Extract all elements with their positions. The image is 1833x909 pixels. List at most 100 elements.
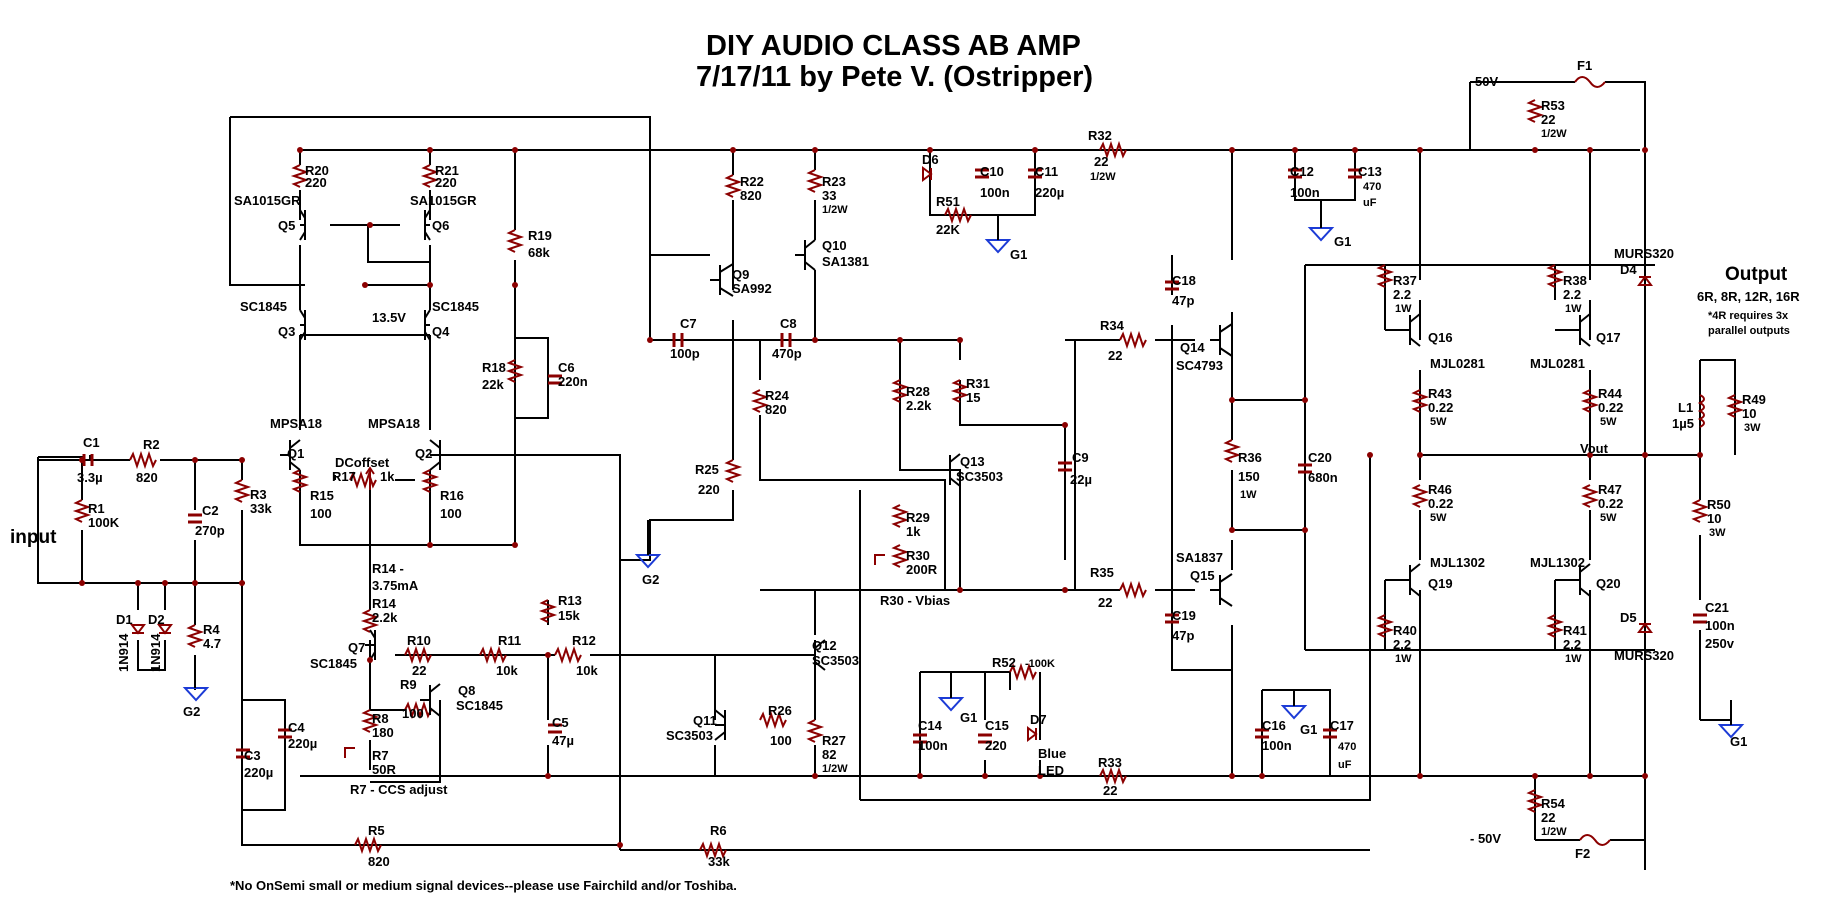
q3-ref: Q3 — [278, 324, 295, 339]
r16-ref: R16 — [440, 488, 464, 503]
diode-symbols — [130, 166, 1653, 742]
d7-color: Blue — [1038, 746, 1066, 761]
r47-ref: R47 — [1598, 482, 1622, 497]
r14-ref: R14 — [372, 596, 397, 611]
r12-value: 10k — [576, 663, 598, 678]
r7-ccs-label: R7 - CCS adjust — [350, 782, 448, 797]
r20-ref: R20 — [305, 163, 329, 178]
transistor-symbols — [280, 209, 1591, 741]
capacitor-symbols — [82, 168, 1707, 759]
q6-part: SA1015GR — [410, 193, 477, 208]
q4-ref: Q4 — [432, 324, 450, 339]
c4-value: 220µ — [288, 736, 317, 751]
r26-value: 100 — [770, 733, 792, 748]
fuse-f2-label: F2 — [1575, 846, 1590, 861]
r38-ref: R38 — [1563, 273, 1587, 288]
ground-g2-label-2: G2 — [642, 572, 659, 587]
r26-ref: R26 — [768, 703, 792, 718]
vout-label: Vout — [1580, 441, 1609, 456]
c1-value: 3.3µ — [77, 470, 103, 485]
q10-part: SA1381 — [822, 254, 869, 269]
c17-value: 470 — [1338, 741, 1356, 753]
r27-rating: 1/2W — [822, 763, 848, 775]
r38-rating: 1W — [1565, 303, 1582, 315]
ground-g2-label-1: G2 — [183, 704, 200, 719]
r46-rating: 5W — [1430, 512, 1447, 524]
r35-ref: R35 — [1090, 565, 1114, 580]
q10-ref: Q10 — [822, 238, 847, 253]
r53-ref: R53 — [1541, 98, 1565, 113]
q19-part: MJL1302 — [1430, 555, 1485, 570]
c21-ref: C21 — [1705, 600, 1729, 615]
q4-part: SC1845 — [432, 299, 479, 314]
r30-ref: R30 — [906, 548, 930, 563]
r29-value: 1k — [906, 524, 921, 539]
r10-value: 22 — [412, 663, 426, 678]
c18-value: 47p — [1172, 293, 1194, 308]
r19-value: 68k — [528, 245, 550, 260]
c13-value: 470 — [1363, 181, 1381, 193]
r51-ref: R51 — [936, 194, 960, 209]
output-label: Output — [1725, 264, 1788, 285]
r24-value: 820 — [765, 402, 787, 417]
r37-ref: R37 — [1393, 273, 1417, 288]
c3-value: 220µ — [244, 765, 273, 780]
r32-value: 22 — [1094, 154, 1108, 169]
q1-part: MPSA18 — [270, 416, 322, 431]
r16-value: 100 — [440, 506, 462, 521]
q13-part: SC3503 — [956, 469, 1003, 484]
r23-rating: 1/2W — [822, 204, 848, 216]
c5-value: 47µ — [552, 733, 574, 748]
r6-value: 33k — [708, 854, 730, 869]
r30-value: 200R — [906, 562, 938, 577]
q5-part: SA1015GR — [234, 193, 301, 208]
ground-symbols — [182, 200, 1745, 739]
r33-ref: R33 — [1098, 755, 1122, 770]
r32-ref: R32 — [1088, 128, 1112, 143]
r17-ref: R17 — [332, 469, 356, 484]
d5-part: MURS320 — [1614, 648, 1674, 663]
c13-unit: uF — [1363, 197, 1377, 209]
r2-ref: R2 — [143, 437, 160, 452]
q20-ref: Q20 — [1596, 576, 1621, 591]
c3-ref: C3 — [244, 748, 261, 763]
r7-ref: R7 — [372, 748, 389, 763]
r52-note-label: -100K — [1025, 658, 1055, 670]
d5-ref: D5 — [1620, 610, 1637, 625]
r15-ref: R15 — [310, 488, 334, 503]
c19-ref: C19 — [1172, 608, 1196, 623]
r54-rating: 1/2W — [1541, 826, 1567, 838]
c15-value: 220 — [985, 738, 1007, 753]
r49-rating: 3W — [1744, 422, 1761, 434]
c9-value: 22µ — [1070, 472, 1092, 487]
c8-value: 470p — [772, 346, 802, 361]
q19-ref: Q19 — [1428, 576, 1453, 591]
d7-ref: D7 — [1030, 712, 1047, 727]
d2-part: 1N914 — [148, 633, 163, 672]
q12-ref: Q12 — [812, 638, 837, 653]
c17-unit: uF — [1338, 759, 1352, 771]
dc-offset-label: DCoffset — [335, 455, 390, 470]
r40-rating: 1W — [1395, 653, 1412, 665]
c12-ref: C12 — [1290, 164, 1314, 179]
resistor-symbols — [72, 99, 1745, 860]
c6-value: 220n — [558, 374, 588, 389]
r14-current-label: R14 - — [372, 561, 404, 576]
r43-value: 0.22 — [1428, 400, 1453, 415]
c20-ref: C20 — [1308, 450, 1332, 465]
r8-value: 180 — [372, 725, 394, 740]
r34-value: 22 — [1108, 348, 1122, 363]
q7-ref: Q7 — [348, 640, 365, 655]
d1-ref: D1 — [116, 612, 133, 627]
r32-rating: 1/2W — [1090, 171, 1116, 183]
r34-ref: R34 — [1100, 318, 1125, 333]
r21-value: 220 — [435, 175, 457, 190]
q17-ref: Q17 — [1596, 330, 1621, 345]
q8-ref: Q8 — [458, 683, 475, 698]
r7-value: 50R — [372, 762, 396, 777]
c21-value: 100n — [1705, 618, 1735, 633]
c14-ref: C14 — [918, 718, 943, 733]
r14-current-value: 3.75mA — [372, 578, 419, 593]
r50-ref: R50 — [1707, 497, 1731, 512]
r3-ref: R3 — [250, 487, 267, 502]
